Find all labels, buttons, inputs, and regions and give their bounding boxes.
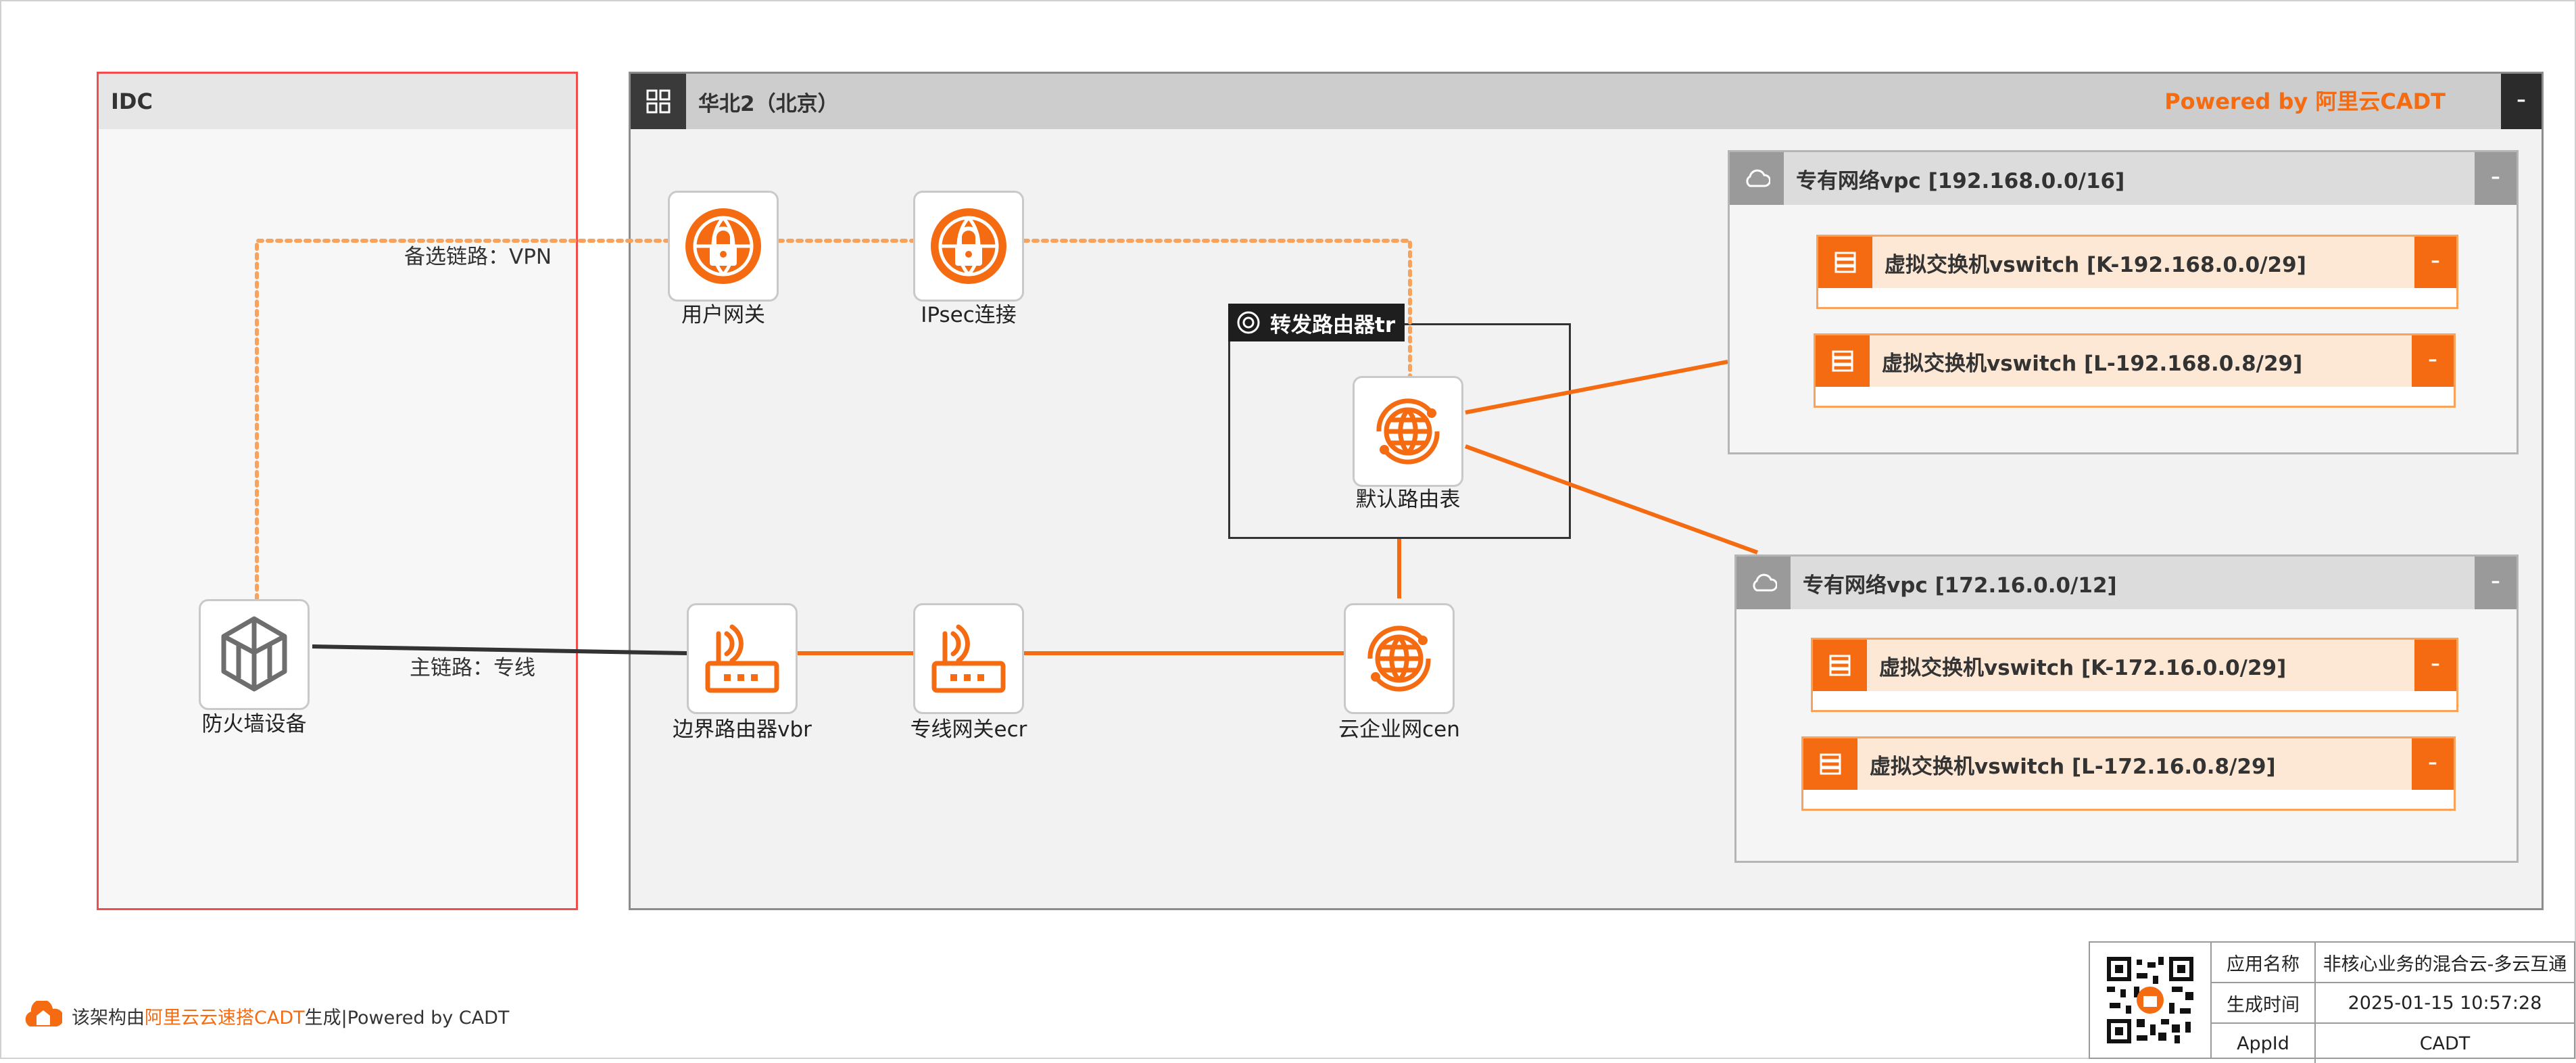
footer-suffix: 生成|Powered by CADT (304, 1007, 510, 1029)
vswitch-title: 虚拟交换机vswitch [K-172.16.0.0/29] (1879, 655, 2287, 680)
firewall-cube-icon (221, 616, 287, 692)
transit-router-title: 转发路由器tr (1270, 312, 1396, 337)
app-meta-table: 应用名称 非核心业务的混合云-多云互通 生成时间 2025-01-15 10:5… (2212, 943, 2574, 1063)
meta-value: 2025-01-15 10:57:28 (2315, 983, 2574, 1024)
vswitch-L-192[interactable]: 虚拟交换机vswitch [L-192.168.0.8/29] - (1814, 333, 2456, 408)
meta-row: 应用名称 非核心业务的混合云-多云互通 (2212, 943, 2574, 983)
route-table-node[interactable] (1353, 376, 1463, 487)
qr-code-icon[interactable] (2090, 943, 2212, 1058)
vpc-title: 专有网络vpc [192.168.0.0/16] (1796, 168, 2125, 193)
region-header: 华北2（北京） Powered by 阿里云CADT - (631, 74, 2542, 129)
vpc-cloud-icon (1736, 557, 1791, 609)
vpc-cloud-icon (1730, 152, 1784, 205)
app-meta-panel: 应用名称 非核心业务的混合云-多云互通 生成时间 2025-01-15 10:5… (2089, 941, 2575, 1063)
meta-row: AppId CADT (2212, 1023, 2574, 1063)
firewall-node[interactable] (199, 599, 310, 710)
backup-link-label: 备选链路：VPN (404, 245, 552, 269)
vpc-title: 专有网络vpc [172.16.0.0/12] (1803, 573, 2117, 598)
meta-row: 生成时间 2025-01-15 10:57:28 (2212, 983, 2574, 1024)
cen-label: 云企业网cen (1338, 717, 1460, 742)
ipsec-label: IPsec连接 (921, 303, 1017, 327)
footer-prefix: 该架构由 (72, 1007, 145, 1029)
meta-key: 应用名称 (2212, 943, 2316, 983)
vswitch-collapse-button[interactable]: - (2414, 237, 2456, 288)
vswitch-collapse-button[interactable]: - (2412, 738, 2454, 790)
gateway-lock-globe-icon (685, 208, 761, 284)
meta-value: CADT (2419, 1033, 2471, 1054)
meta-key: AppId (2212, 1023, 2316, 1063)
region-grid-icon (631, 74, 686, 129)
vswitch-K-192[interactable]: 虚拟交换机vswitch [K-192.168.0.0/29] - (1816, 235, 2458, 309)
transit-router-icon (1237, 311, 1260, 334)
transit-router-label: 转发路由器tr (1228, 304, 1405, 341)
vbr-node[interactable] (687, 603, 798, 714)
vswitch-server-icon (1816, 335, 1870, 387)
ecr-label: 专线网关ecr (910, 717, 1027, 742)
vswitch-collapse-button[interactable]: - (2414, 640, 2456, 691)
footer: 该架构由 阿里云云速搭CADT 生成|Powered by CADT (24, 1001, 509, 1031)
ipsec-lock-globe-icon (931, 208, 1006, 284)
vswitch-server-icon (1813, 640, 1867, 691)
powered-by-label: Powered by 阿里云CADT (2164, 89, 2446, 114)
vpc-192-group[interactable]: 专有网络vpc [192.168.0.0/16] - 虚拟交换机vswitch … (1728, 150, 2519, 454)
vswitch-K-172[interactable]: 虚拟交换机vswitch [K-172.16.0.0/29] - (1811, 638, 2458, 712)
vswitch-server-icon (1818, 237, 1872, 288)
vswitch-L-172[interactable]: 虚拟交换机vswitch [L-172.16.0.8/29] - (1801, 736, 2456, 811)
meta-key: 生成时间 (2212, 983, 2316, 1024)
cadt-logo-icon (25, 1001, 62, 1026)
user-gateway-node[interactable] (668, 191, 779, 302)
vswitch-server-icon (1803, 738, 1857, 790)
vbr-label: 边界路由器vbr (673, 717, 812, 742)
firewall-label: 防火墙设备 (201, 712, 307, 736)
idc-title: IDC (111, 89, 153, 114)
vswitch-title: 虚拟交换机vswitch [L-172.16.0.8/29] (1870, 754, 2276, 779)
footer-brand-link[interactable]: 阿里云云速搭CADT (145, 1007, 305, 1029)
route-table-label: 默认路由表 (1355, 488, 1461, 512)
vpc-collapse-button[interactable]: - (2475, 557, 2517, 609)
cen-globe-icon (1367, 625, 1431, 692)
router-wifi-icon (705, 624, 779, 693)
meta-value: 非核心业务的混合云-多云互通 (2315, 943, 2574, 983)
vpc-172-group[interactable]: 专有网络vpc [172.16.0.0/12] - 虚拟交换机vswitch [… (1734, 554, 2519, 863)
cen-node[interactable] (1344, 603, 1455, 714)
vpc-header: 专有网络vpc [172.16.0.0/12] - (1736, 557, 2517, 609)
vpc-header: 专有网络vpc [192.168.0.0/16] - (1730, 152, 2517, 205)
vswitch-title: 虚拟交换机vswitch [K-192.168.0.0/29] (1885, 252, 2306, 277)
route-table-globe-icon (1376, 398, 1440, 465)
region-collapse-button[interactable]: - (2501, 74, 2542, 129)
vpc-collapse-button[interactable]: - (2475, 152, 2517, 205)
idc-header: IDC (99, 74, 576, 129)
region-title: 华北2（北京） (698, 91, 839, 116)
idc-group[interactable]: IDC (97, 72, 578, 910)
vswitch-collapse-button[interactable]: - (2412, 335, 2454, 387)
router-wifi-icon (931, 624, 1006, 693)
primary-link-label: 主链路：专线 (410, 656, 535, 680)
vswitch-title: 虚拟交换机vswitch [L-192.168.0.8/29] (1882, 351, 2303, 376)
ipsec-node[interactable] (913, 191, 1024, 302)
user-gateway-label: 用户网关 (681, 303, 765, 327)
ecr-node[interactable] (913, 603, 1024, 714)
